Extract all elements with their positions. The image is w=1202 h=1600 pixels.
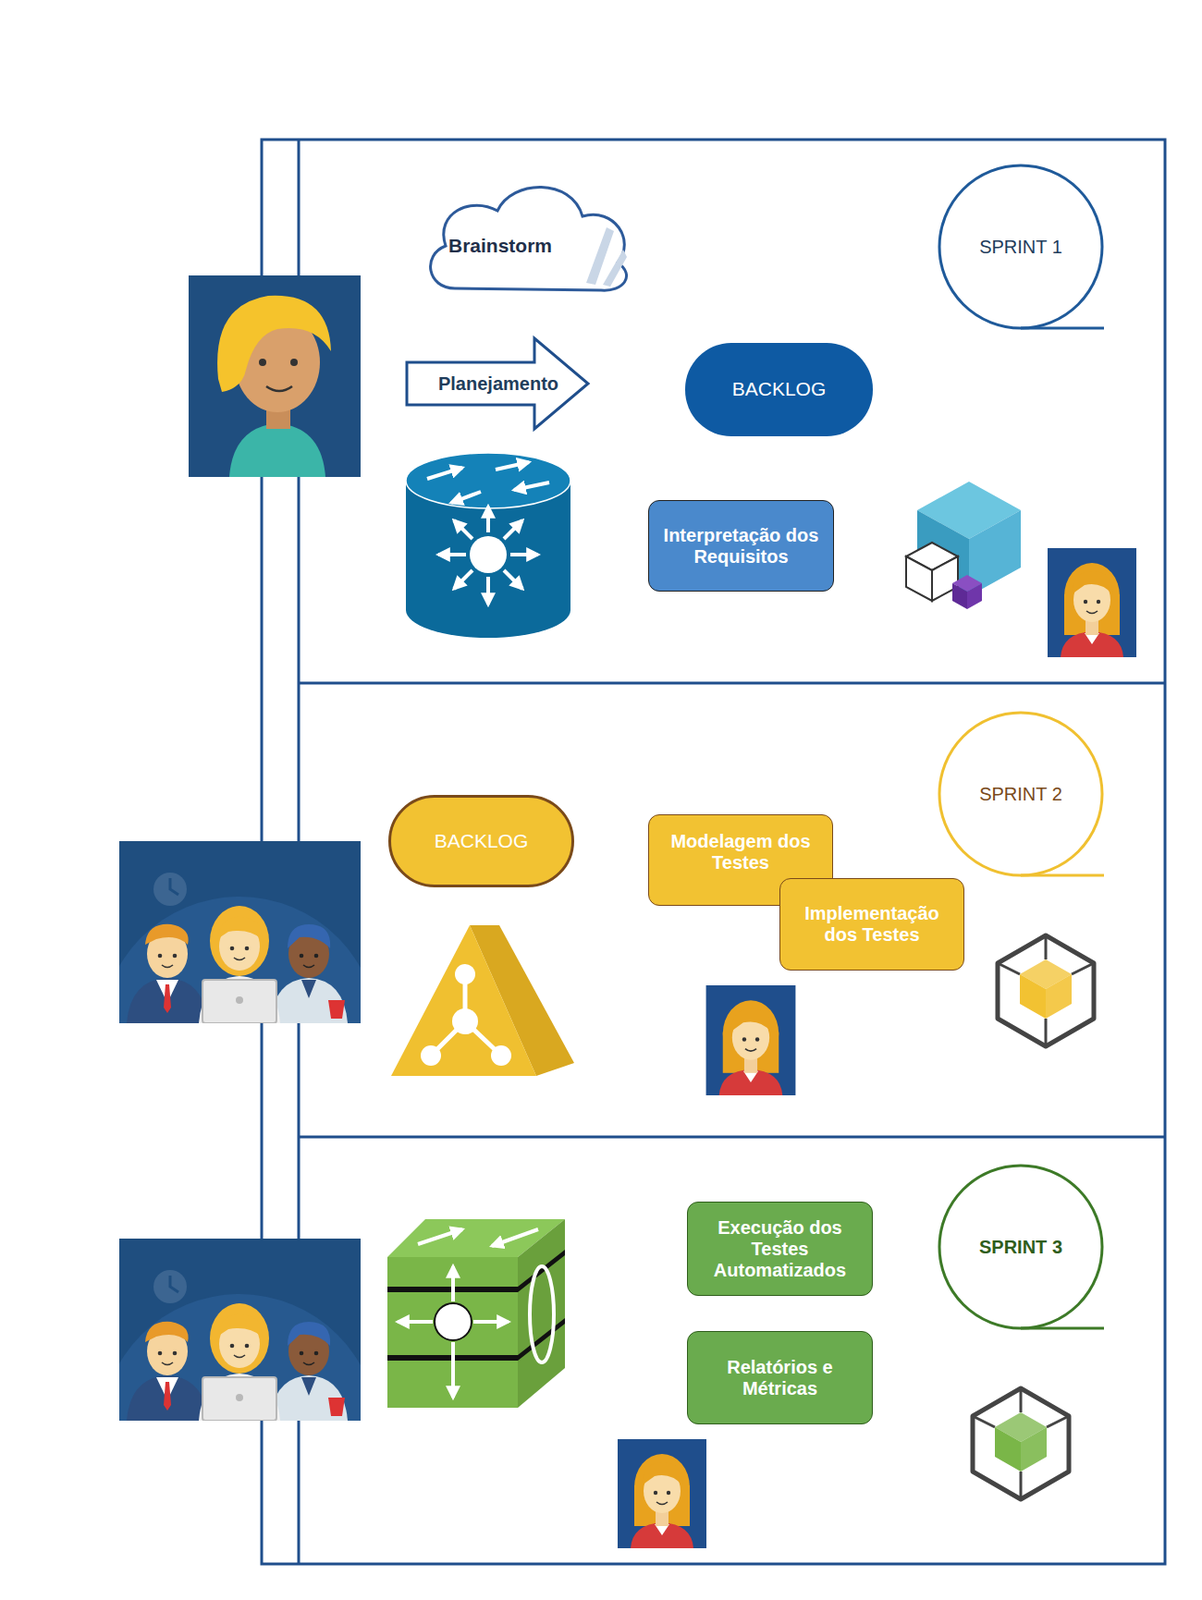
arrow-shape: [406, 338, 589, 430]
circle-tail: [1020, 1327, 1104, 1331]
node-text-area: Implementação dos Testes: [780, 879, 964, 970]
network-triangle-icon: [391, 925, 575, 1077]
node-text-area: BACKLOG: [391, 797, 572, 885]
node-label: Relatórios e Métricas: [697, 1357, 863, 1400]
router-icon: [405, 453, 571, 638]
node-text-area: Execução dos Testes Automatizados: [687, 1202, 872, 1296]
process-box: Relatórios e Métricas: [686, 1331, 873, 1425]
cloud-shape: [430, 186, 627, 291]
node-label: Modelagem dos Testes: [658, 831, 823, 874]
cubes-icon: [906, 481, 1021, 610]
node-label: BACKLOG: [732, 378, 827, 401]
team-avatar: [100, 1238, 379, 1572]
circle-shape: [939, 712, 1103, 876]
circle-tail: [1020, 327, 1104, 331]
node-text-area: Interpretação dos Requisitos: [649, 501, 834, 591]
sprint-circle: SPRINT 3: [937, 1164, 1104, 1331]
node-text-area: SPRINT 2: [937, 711, 1104, 878]
planning-arrow: Planejamento: [404, 336, 592, 431]
node-label: Brainstorm: [448, 234, 552, 258]
switch-cube-icon: [387, 1219, 565, 1409]
node-text-area: SPRINT 3: [937, 1164, 1104, 1331]
node-label: SPRINT 1: [979, 236, 1063, 258]
cloud-shading: [586, 227, 627, 287]
process-box: Execução dos Testes Automatizados: [686, 1202, 873, 1297]
brainstorm-cloud: Brainstorm: [417, 173, 638, 298]
node-label: Planejamento: [438, 373, 559, 395]
circle-shape: [939, 1165, 1103, 1329]
node-label: Execução dos Testes Automatizados: [697, 1217, 863, 1282]
node-label: Implementação dos Testes: [789, 903, 955, 946]
node-text-area: Brainstorm: [417, 173, 638, 298]
sprint-circle: SPRINT 1: [937, 163, 1104, 331]
node-text-area: Relatórios e Métricas: [687, 1332, 872, 1424]
node-label: BACKLOG: [434, 830, 529, 853]
tester-avatar: [1047, 548, 1137, 658]
node-text-area: BACKLOG: [685, 343, 873, 437]
swimlane-frame: [261, 139, 1166, 1565]
process-box: Implementação dos Testes: [779, 878, 965, 971]
node-text-area: SPRINT 1: [937, 163, 1104, 331]
tester-avatar: [706, 985, 797, 1096]
sprint-circle: SPRINT 2: [937, 711, 1104, 878]
node-label: SPRINT 3: [979, 1237, 1063, 1259]
team-avatar: [100, 841, 379, 1175]
node-text-area: Planejamento: [404, 336, 592, 431]
process-box: Interpretação dos Requisitos: [648, 500, 835, 592]
circle-shape: [939, 165, 1103, 329]
node-label: SPRINT 2: [979, 784, 1063, 806]
package-cube-icon: [972, 1388, 1069, 1500]
backlog-pill: BACKLOG: [388, 795, 575, 888]
backlog-pill: BACKLOG: [685, 343, 873, 437]
tester-avatar: [617, 1439, 707, 1549]
node-label: Interpretação dos Requisitos: [658, 525, 824, 568]
person-avatar: [188, 275, 361, 478]
circle-tail: [1020, 874, 1104, 878]
package-cube-icon: [997, 935, 1094, 1047]
